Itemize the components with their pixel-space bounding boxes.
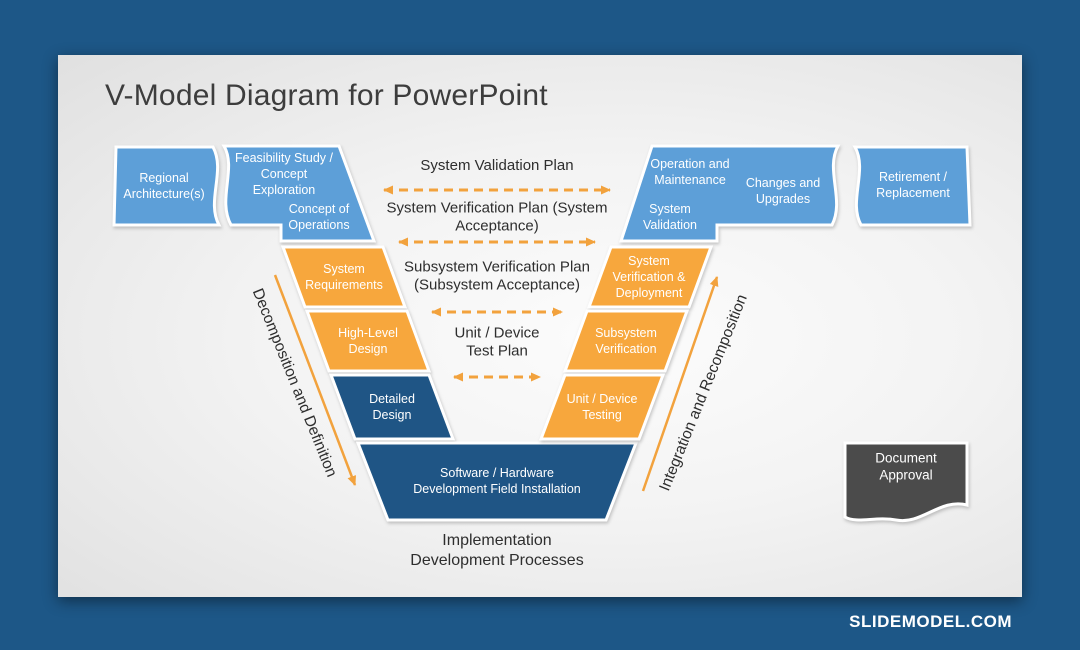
label-subsystem-verification: Subsystem Verification: [595, 326, 657, 356]
slide-title: V-Model Diagram for PowerPoint: [105, 79, 548, 112]
arrow-decomposition-definition: [273, 274, 357, 486]
label-concept-of-operations: Concept of Operations: [288, 202, 350, 232]
block-system-verification-deployment: [586, 245, 714, 309]
label-system-validation-plan: System Validation Plan: [420, 156, 574, 174]
block-feasibility-concept-exploration: [221, 144, 377, 243]
label-detailed-design: Detailed Design: [369, 392, 415, 422]
label-system-verification-deployment: System Verification & Deployment: [612, 254, 686, 300]
block-retirement-replacement: [852, 145, 972, 227]
label-unit-device-test-plan: Unit / Device Test Plan: [454, 324, 540, 360]
label-system-verification-plan: System Verification Plan (System Accepta…: [386, 199, 608, 235]
watermark-slidemodel: SLIDEMODEL.COM: [849, 612, 1012, 631]
label-document-approval: Document Approval: [875, 450, 937, 483]
label-subsystem-verification-plan: Subsystem Verification Plan (Subsystem A…: [404, 258, 590, 294]
block-system-requirements: [280, 245, 408, 309]
block-operation-maintenance-system-validation: [618, 144, 841, 243]
block-unit-device-testing: [538, 373, 666, 441]
v-model-diagram: [112, 144, 972, 523]
label-regional-architectures: Regional Architecture(s): [123, 171, 205, 201]
label-feasibility-concept: Feasibility Study / Concept Exploration: [235, 151, 333, 197]
block-subsystem-verification: [562, 309, 690, 373]
shape-document-approval: [843, 441, 969, 523]
label-system-validation: System Validation: [643, 202, 697, 232]
block-detailed-design: [328, 373, 456, 441]
label-unit-device-testing: Unit / Device Testing: [566, 392, 638, 422]
block-high-level-design: [304, 309, 432, 373]
slide-canvas: V-Model Diagram for PowerPoint: [58, 55, 1022, 597]
label-operation-maintenance: Operation and Maintenance: [650, 157, 730, 187]
diagram-connectors: [273, 185, 719, 492]
label-changes-upgrades: Changes and Upgrades: [745, 176, 821, 206]
block-software-hardware-implementation: [355, 441, 639, 522]
arrow-integration-recomposition: [641, 276, 719, 492]
block-regional-architectures: [112, 145, 222, 227]
label-high-level-design: High-Level Design: [338, 326, 398, 356]
label-implementation-processes: Implementation Development Processes: [410, 532, 584, 569]
diagram-shapes: [112, 144, 972, 523]
label-retirement-replacement: Retirement / Replacement: [876, 170, 950, 200]
label-software-hardware: Software / Hardware Development Field In…: [413, 466, 581, 496]
label-system-requirements: System Requirements: [305, 262, 383, 292]
